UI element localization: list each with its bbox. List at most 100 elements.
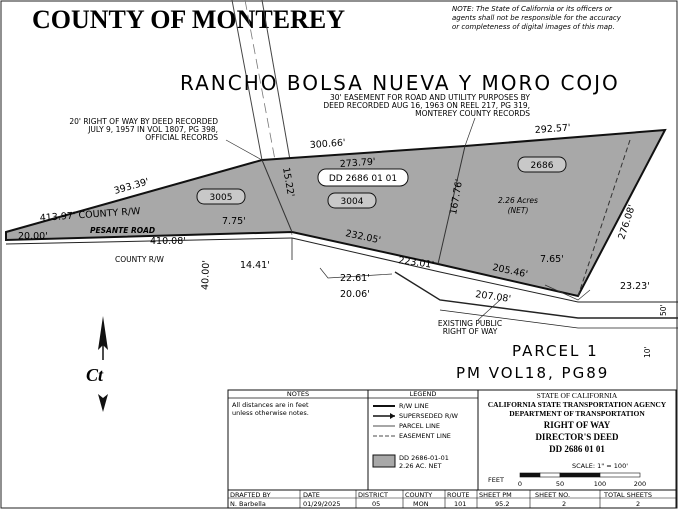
info-value-date: 01/29/2025: [303, 500, 340, 508]
dim-15-22: 15.22': [280, 167, 296, 198]
tb-agency: CALIFORNIA STATE TRANSPORTATION AGENCY: [488, 400, 667, 409]
info-row: DRAFTED BY DATE DISTRICT COUNTY ROUTE SH…: [227, 489, 677, 509]
svg-text:MONTEREY COUNTY RECORDS: MONTEREY COUNTY RECORDS: [415, 109, 530, 118]
disclaimer-note: NOTE: The State of California or its off…: [452, 5, 622, 31]
scale-tick-200: 200: [634, 480, 646, 488]
dim-50: 50': [659, 304, 668, 316]
svg-text:EXISTING PUBLIC: EXISTING PUBLIC: [438, 319, 502, 328]
parcel-lines: [261, 139, 631, 297]
easement-note: 30' EASEMENT FOR ROAD AND UTILITY PURPOS…: [323, 93, 530, 118]
svg-text:PARCEL LINE: PARCEL LINE: [399, 422, 440, 430]
info-header-drafted-by: DRAFTED BY: [230, 491, 271, 499]
dim-40-00: 40.00': [200, 260, 212, 290]
info-value-drafted-by: N. Barbella: [230, 500, 266, 508]
dim-7-65: 7.65': [540, 254, 564, 265]
parcel-box-3005: 3005: [196, 188, 246, 205]
legend-swatch: [372, 454, 396, 468]
north-arrow-icon: Ct: [86, 316, 108, 412]
dim-292-57: 292.57': [534, 123, 571, 136]
dim-300-66: 300.66': [309, 138, 346, 151]
legend-item-parcel: PARCEL LINE: [373, 422, 440, 430]
leader-lines: [225, 117, 591, 321]
notes-heading: NOTES: [287, 390, 309, 398]
info-header-date: DATE: [303, 491, 320, 499]
info-header-total-sheets: TOTAL SHEETS: [603, 491, 652, 499]
info-value-route: 101: [454, 500, 466, 508]
disclaimer-line-2: agents shall not be responsible for the …: [452, 14, 622, 22]
dim-20-00: 20.00': [18, 231, 48, 242]
notes-line-2: unless otherwise notes.: [232, 409, 309, 417]
dim-23-23: 23.23': [620, 281, 650, 292]
parcel-label: PARCEL 1: [512, 342, 599, 360]
dd-number-box: DD 2686 01 01: [317, 168, 409, 187]
info-value-county: MON: [413, 500, 429, 508]
svg-text:(NET): (NET): [508, 206, 529, 215]
county-rw-label: COUNTY R/W: [115, 255, 165, 264]
caltrans-logo: Ct: [86, 365, 104, 385]
svg-text:DD 2686-01-01: DD 2686-01-01: [399, 454, 449, 462]
svg-text:2686: 2686: [531, 161, 554, 171]
svg-text:OFFICIAL RECORDS: OFFICIAL RECORDS: [145, 133, 218, 142]
disclaimer-line-1: NOTE: The State of California or its off…: [452, 5, 613, 13]
dim-10: 10': [643, 346, 652, 358]
tb-doc-subtype: DIRECTOR'S DEED: [535, 432, 619, 442]
svg-text:R/W LINE: R/W LINE: [399, 402, 429, 410]
info-value-district: 05: [372, 500, 380, 508]
svg-text:2.26 AC. NET: 2.26 AC. NET: [399, 462, 442, 470]
info-header-sheet-no: SHEET NO.: [535, 491, 570, 499]
svg-text:DEED RECORDED AUG 16, 1963 ON: DEED RECORDED AUG 16, 1963 ON REEL 217, …: [323, 101, 530, 110]
legend-item-easement: EASEMENT LINE: [373, 432, 451, 440]
disclaimer-line-3: or completeness of digital images of thi…: [452, 23, 615, 31]
dim-273-79: 273.79': [339, 157, 376, 170]
legend-panel: LEGEND R/W LINE SUPERSEDED R/W PARCEL LI…: [367, 389, 479, 491]
dim-22-61: 22.61': [340, 273, 370, 284]
dim-223-01: 223.01': [398, 255, 435, 271]
pesante-road-label: PESANTE ROAD: [90, 226, 155, 235]
road-lines: [5, 237, 678, 329]
info-value-sheet-no: 2: [562, 500, 566, 508]
svg-text:JULY 9, 1957 IN VOL 1807, PG 3: JULY 9, 1957 IN VOL 1807, PG 398,: [87, 125, 218, 134]
svg-text:2.26 Acres: 2.26 Acres: [498, 196, 538, 205]
row-note: 20' RIGHT OF WAY BY DEED RECORDED JULY 9…: [69, 117, 218, 142]
info-value-sheet-pm: 95.2: [495, 500, 509, 508]
tb-department: DEPARTMENT OF TRANSPORTATION: [509, 409, 645, 418]
dim-7-75: 7.75': [222, 216, 246, 227]
parcel-box-3004: 3004: [327, 192, 377, 209]
scale-bar: FEET 0 50 100 200: [488, 472, 646, 488]
tb-scale: SCALE: 1" = 100': [572, 462, 628, 470]
county-title: COUNTY OF MONTEREY: [32, 5, 345, 34]
dim-207-08: 207.08': [475, 289, 512, 305]
info-header-route: ROUTE: [447, 491, 469, 499]
area-label: 2.26 Acres (NET): [498, 196, 538, 215]
svg-text:SUPERSEDED R/W: SUPERSEDED R/W: [399, 412, 459, 420]
rancho-label: RANCHO BOLSA NUEVA Y MORO COJO: [180, 71, 620, 95]
public-row-note: EXISTING PUBLIC RIGHT OF WAY: [438, 319, 502, 336]
notes-line-1: All distances are in feet: [232, 401, 309, 409]
svg-text:RIGHT OF WAY: RIGHT OF WAY: [443, 327, 498, 336]
svg-text:30' EASEMENT FOR ROAD AND UTIL: 30' EASEMENT FOR ROAD AND UTILITY PURPOS…: [330, 93, 530, 102]
dim-410-08: 410.08': [150, 236, 186, 247]
notes-panel: NOTES All distances are in feet unless o…: [227, 389, 369, 491]
legend-item-superseded: SUPERSEDED R/W: [373, 412, 459, 420]
info-header-county: COUNTY: [405, 491, 432, 499]
info-header-sheet-pm: SHEET PM: [479, 491, 512, 499]
svg-text:20' RIGHT OF WAY BY DEED RECOR: 20' RIGHT OF WAY BY DEED RECORDED: [69, 117, 218, 126]
parcel-box-2686: 2686: [517, 156, 567, 173]
tb-state: STATE OF CALIFORNIA: [537, 391, 618, 400]
tb-doc-type: RIGHT OF WAY: [544, 420, 611, 430]
scale-tick-0: 0: [518, 480, 522, 488]
scale-tick-100: 100: [594, 480, 606, 488]
legend-item-rw: R/W LINE: [373, 402, 429, 410]
info-value-total-sheets: 2: [636, 500, 640, 508]
svg-text:EASEMENT LINE: EASEMENT LINE: [399, 432, 451, 440]
info-header-district: DISTRICT: [358, 491, 388, 499]
dim-14-41: 14.41': [240, 260, 270, 271]
tb-doc-number: DD 2686 01 01: [549, 444, 605, 454]
svg-text:3005: 3005: [210, 193, 233, 203]
legend-area-swatch: DD 2686-01-01 2.26 AC. NET: [372, 454, 449, 470]
svg-text:3004: 3004: [341, 197, 364, 207]
svg-text:DD 2686 01 01: DD 2686 01 01: [329, 174, 397, 184]
scale-tick-50: 50: [556, 480, 564, 488]
scale-unit: FEET: [488, 476, 504, 484]
